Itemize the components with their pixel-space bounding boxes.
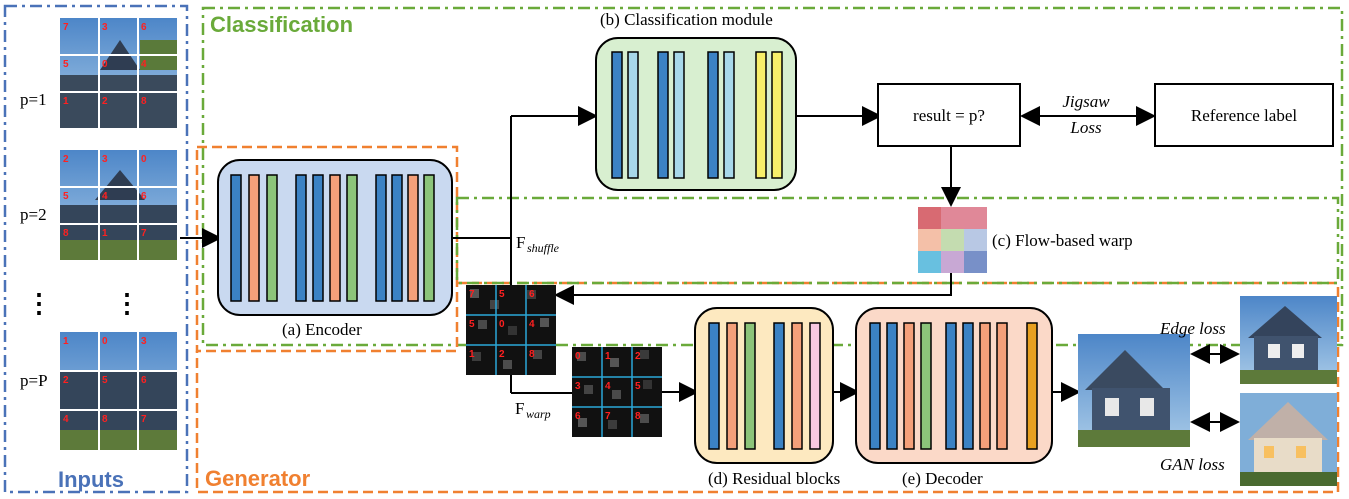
- output-image: [1078, 334, 1190, 447]
- svg-text:5: 5: [635, 381, 641, 392]
- reference-label-text: Reference label: [1191, 106, 1297, 125]
- warped-grid-numbers: 0 1 2 3 4 5 6 7 8: [575, 351, 641, 422]
- svg-text:3: 3: [141, 336, 147, 347]
- shuffled-grid-numbers: 7 5 6 5 0 4 1 2 8: [469, 289, 535, 360]
- svg-text:3: 3: [102, 22, 108, 33]
- svg-text:3: 3: [102, 154, 108, 165]
- warp-label: (c) Flow-based warp: [992, 231, 1133, 250]
- svg-text:4: 4: [605, 381, 611, 392]
- input-dots-left: ⋮: [26, 289, 52, 318]
- input-label-p1: p=1: [20, 90, 47, 109]
- svg-text:2: 2: [102, 96, 108, 107]
- jigsaw-label-2: Loss: [1069, 118, 1102, 137]
- svg-text:7: 7: [63, 22, 69, 33]
- svg-text:0: 0: [575, 351, 581, 362]
- classification-region: [201, 6, 1344, 347]
- svg-text:8: 8: [141, 96, 147, 107]
- svg-text:5: 5: [469, 319, 475, 330]
- warped-feature-grid: [572, 347, 662, 437]
- inputs-region: [3, 4, 189, 494]
- inputs-title: Inputs: [58, 467, 124, 492]
- svg-text:8: 8: [529, 349, 535, 360]
- svg-text:1: 1: [63, 96, 69, 107]
- svg-text:1: 1: [102, 228, 108, 239]
- classification-title: Classification: [210, 12, 353, 37]
- encoder-bars: [230, 174, 435, 302]
- real-image: [1240, 393, 1337, 486]
- svg-text:2: 2: [63, 154, 69, 165]
- input-label-p2: p=2: [20, 205, 47, 224]
- svg-text:2: 2: [63, 375, 69, 386]
- svg-text:7: 7: [605, 411, 611, 422]
- svg-text:4: 4: [63, 414, 69, 425]
- input-grid-pP: 1 0 3 2 5 6 4 8 7: [60, 332, 177, 450]
- classification-module-label: (b) Classification module: [600, 10, 773, 29]
- generator-title: Generator: [205, 466, 311, 491]
- svg-text:0: 0: [141, 154, 147, 165]
- encoder-label: (a) Encoder: [282, 320, 362, 339]
- f-shuffle-sub: shuffle: [527, 241, 560, 255]
- svg-text:6: 6: [575, 411, 581, 422]
- svg-text:0: 0: [499, 319, 505, 330]
- f-warp-sub: warp: [526, 407, 551, 421]
- gan-loss-label: GAN loss: [1160, 455, 1225, 474]
- svg-text:6: 6: [529, 289, 535, 300]
- svg-text:5: 5: [63, 191, 69, 202]
- ground-truth-image: [1240, 296, 1337, 384]
- svg-text:5: 5: [499, 289, 505, 300]
- residual-bars: [708, 322, 821, 450]
- result-label: result = p?: [913, 106, 985, 125]
- svg-text:4: 4: [529, 319, 535, 330]
- flow-warp-grid: [918, 207, 987, 273]
- svg-text:5: 5: [102, 375, 108, 386]
- residual-label: (d) Residual blocks: [708, 469, 840, 488]
- decoder-bars: [869, 322, 1038, 450]
- reference-label-box: [1154, 83, 1334, 147]
- svg-text:1: 1: [469, 349, 475, 360]
- classification-bars: [611, 51, 783, 179]
- svg-text:2: 2: [635, 351, 641, 362]
- input-grid-p1: 7 3 6 5 0 4 1 2 8: [60, 18, 177, 128]
- svg-text:8: 8: [635, 411, 641, 422]
- svg-text:0: 0: [102, 336, 108, 347]
- svg-text:8: 8: [63, 228, 69, 239]
- input-label-pP: p=P: [20, 371, 48, 390]
- input-grid-p2: 2 3 0 5 4 6 8 1 7: [60, 150, 177, 260]
- decoder-label: (e) Decoder: [902, 469, 983, 488]
- edge-loss-label: Edge loss: [1159, 319, 1226, 338]
- svg-text:1: 1: [605, 351, 611, 362]
- input-dots-right: ⋮: [114, 289, 140, 318]
- svg-text:4: 4: [102, 191, 108, 202]
- svg-text:6: 6: [141, 191, 147, 202]
- svg-text:6: 6: [141, 22, 147, 33]
- classification-block: [595, 37, 797, 191]
- svg-text:7: 7: [469, 289, 475, 300]
- svg-text:2: 2: [499, 349, 505, 360]
- result-box: [877, 83, 1021, 147]
- f-shuffle-main: F: [516, 233, 525, 252]
- svg-text:1: 1: [63, 336, 69, 347]
- shuffled-feature-grid: [466, 285, 556, 375]
- svg-text:3: 3: [575, 381, 581, 392]
- warp-region: [455, 196, 1340, 285]
- jigsaw-label-1: Jigsaw: [1062, 92, 1110, 111]
- svg-text:8: 8: [102, 414, 108, 425]
- svg-text:4: 4: [141, 59, 147, 70]
- svg-text:5: 5: [63, 59, 69, 70]
- warp-to-feature-arrow: [554, 273, 952, 305]
- f-warp-main: F: [515, 399, 524, 418]
- svg-text:7: 7: [141, 414, 147, 425]
- svg-text:0: 0: [102, 59, 108, 70]
- svg-text:7: 7: [141, 228, 147, 239]
- svg-text:6: 6: [141, 375, 147, 386]
